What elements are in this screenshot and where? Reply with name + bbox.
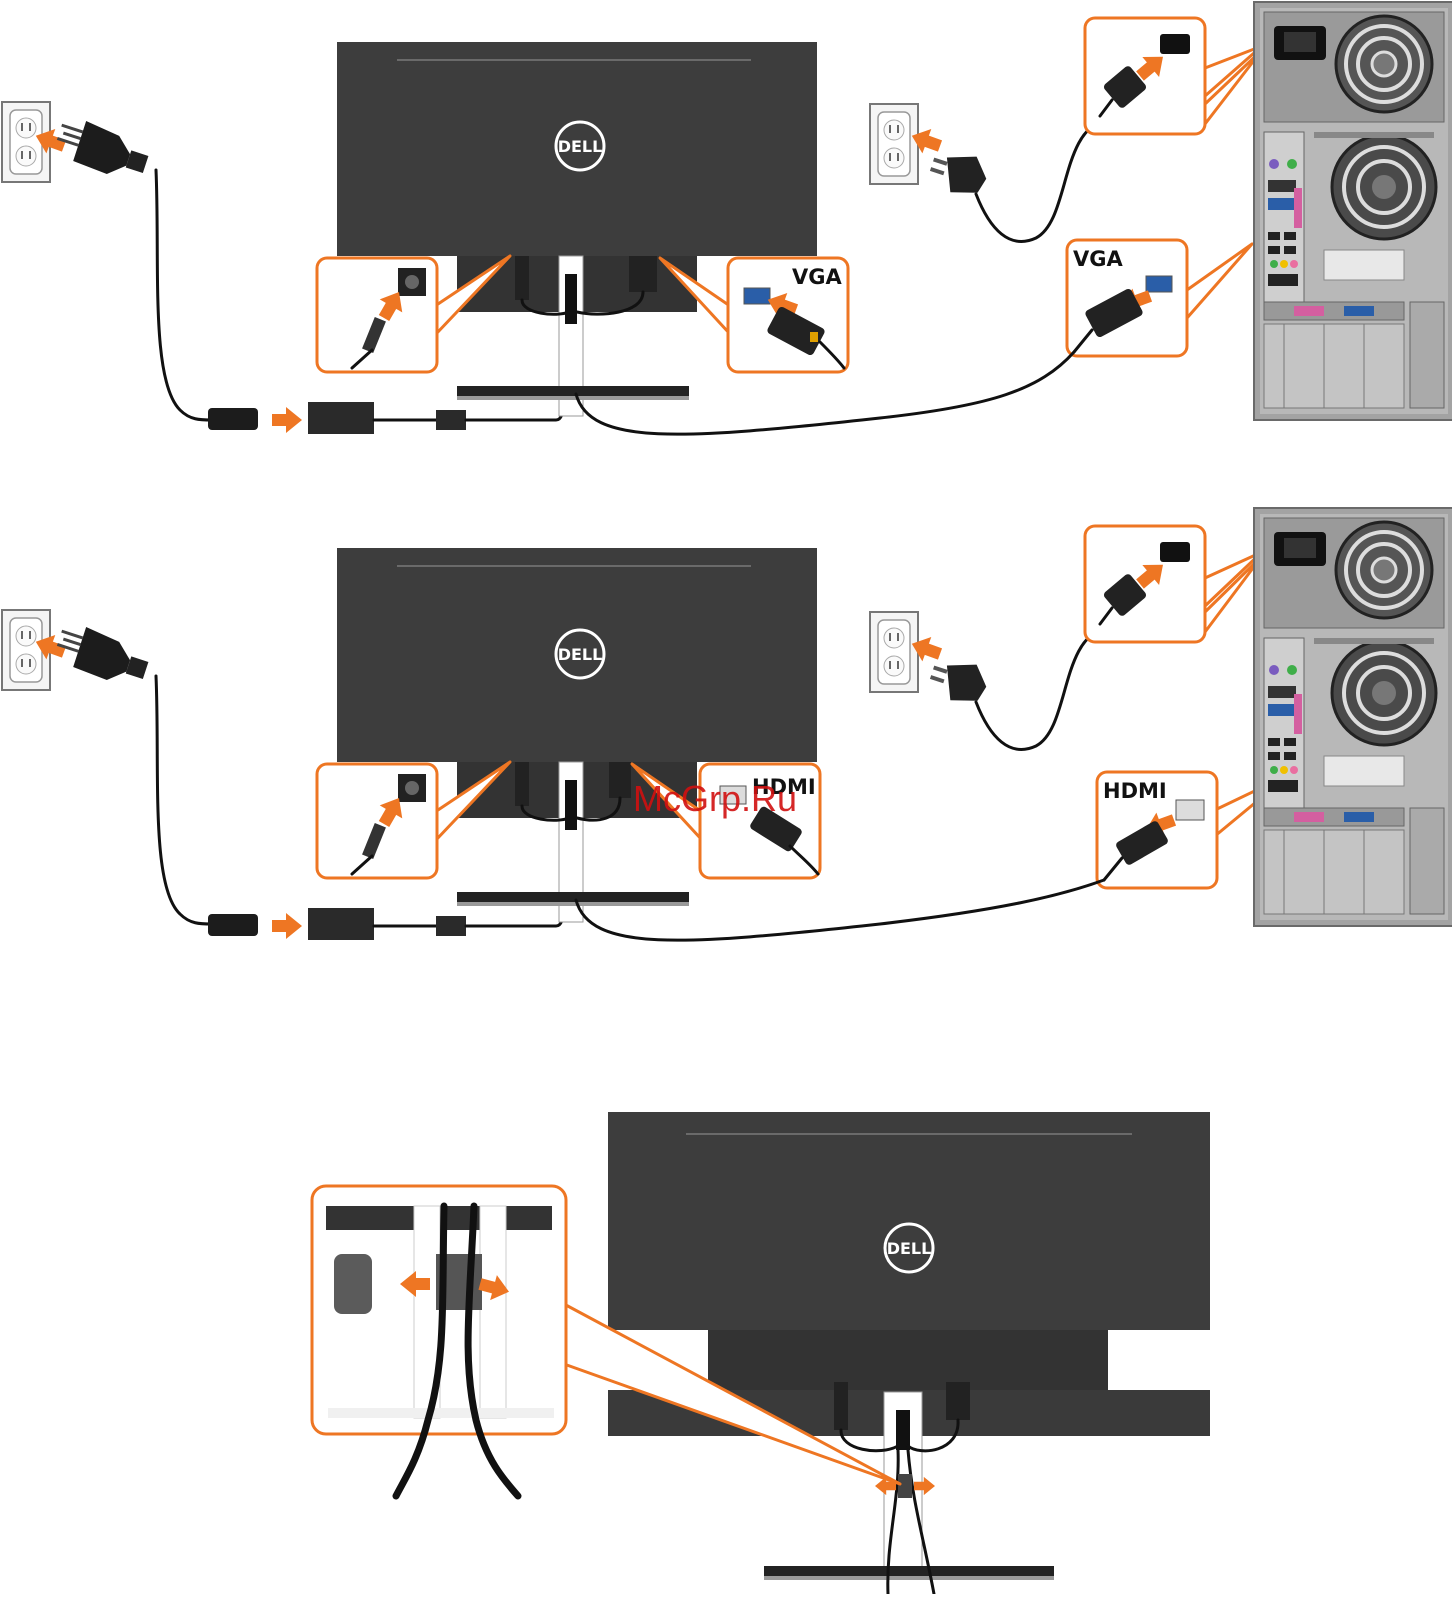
wall-outlet-icon xyxy=(870,612,918,692)
cable-clip-icon xyxy=(898,1474,912,1498)
section-hdmi: HDMI HDMI McGrp.Ru xyxy=(2,508,1452,940)
hdmi-port-icon xyxy=(1176,800,1204,820)
vga-port-icon xyxy=(744,288,770,304)
section-cable-management xyxy=(312,1112,1210,1594)
power-adapter-icon xyxy=(308,908,374,940)
wall-outlet-icon xyxy=(870,104,918,184)
power-cord-connector-icon xyxy=(208,408,258,430)
section-vga: VGA VGA xyxy=(2,2,1452,434)
pc-hdmi-label: HDMI xyxy=(1103,779,1167,803)
monitor-vga-label: VGA xyxy=(792,265,842,289)
pc-vga-label: VGA xyxy=(1073,247,1123,271)
power-plug-icon xyxy=(926,144,992,201)
pc-tower-icon xyxy=(1254,2,1452,420)
power-cord-connector-icon xyxy=(208,914,258,936)
watermark: McGrp.Ru xyxy=(633,778,797,819)
power-plug-icon xyxy=(52,114,153,184)
cable-clip-icon xyxy=(334,1254,372,1314)
orange-arrow-icon xyxy=(272,407,302,433)
ac-inlet-icon xyxy=(1160,34,1190,54)
pc-tower-icon xyxy=(1254,508,1452,926)
power-plug-icon xyxy=(926,652,992,709)
power-plug-icon xyxy=(52,620,153,690)
orange-arrow-icon xyxy=(272,913,302,939)
power-adapter-icon xyxy=(308,402,374,434)
ac-inlet-icon xyxy=(1160,542,1190,562)
vga-port-icon xyxy=(1146,276,1172,292)
monitor-rear xyxy=(608,1112,1210,1330)
